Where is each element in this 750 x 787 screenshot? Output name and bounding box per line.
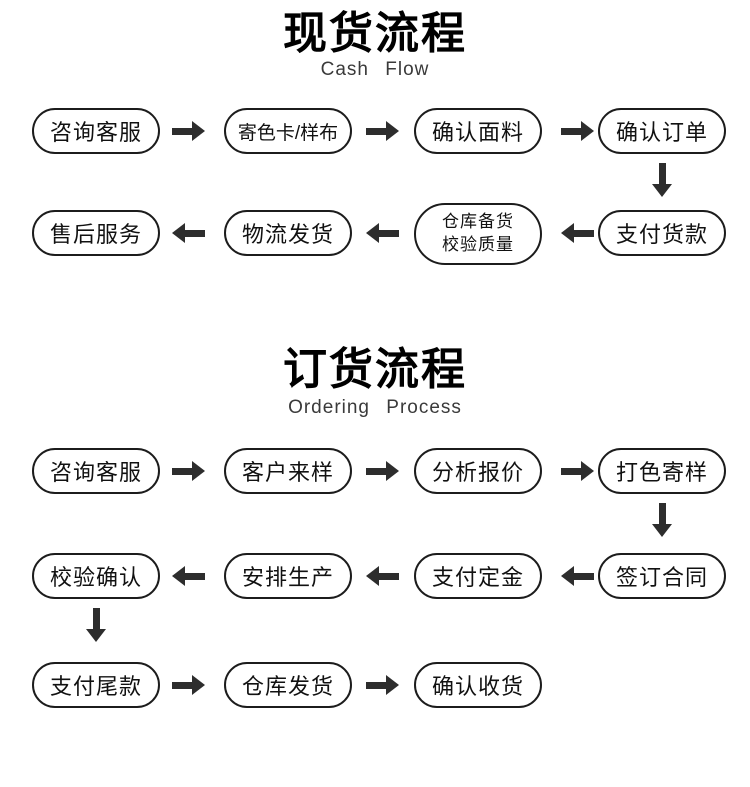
step-confirm-fabric: 确认面料 bbox=[414, 108, 542, 154]
step-arrange-production: 安排生产 bbox=[224, 553, 352, 599]
arrow-down-icon bbox=[86, 608, 106, 642]
section2-subtitle: Ordering Process bbox=[288, 397, 462, 418]
arrow-left-icon bbox=[561, 566, 594, 586]
arrow-left-icon bbox=[172, 223, 205, 243]
step-warehouse-ship: 仓库发货 bbox=[224, 662, 352, 708]
step-warehouse-prepare: 仓库备货 校验质量 bbox=[414, 203, 542, 265]
step-confirm-order: 确认订单 bbox=[598, 108, 726, 154]
arrow-left-icon bbox=[366, 566, 399, 586]
step-consult-service-1: 咨询客服 bbox=[32, 108, 160, 154]
arrow-down-icon bbox=[652, 163, 672, 197]
step-after-sales: 售后服务 bbox=[32, 210, 160, 256]
arrow-right-icon bbox=[366, 461, 399, 481]
step-logistics-ship: 物流发货 bbox=[224, 210, 352, 256]
arrow-right-icon bbox=[561, 121, 594, 141]
step-pay-deposit: 支付定金 bbox=[414, 553, 542, 599]
step-send-dyed-sample: 打色寄样 bbox=[598, 448, 726, 494]
step-verify-confirm: 校验确认 bbox=[32, 553, 160, 599]
step-warehouse-prepare-line2: 校验质量 bbox=[442, 235, 514, 254]
section2-title: 订货流程 bbox=[283, 345, 467, 394]
arrow-left-icon bbox=[366, 223, 399, 243]
arrow-right-icon bbox=[172, 121, 205, 141]
step-customer-sample: 客户来样 bbox=[224, 448, 352, 494]
section1-title: 现货流程 bbox=[283, 9, 467, 58]
section1-subtitle: Cash Flow bbox=[320, 59, 430, 80]
arrow-left-icon bbox=[561, 223, 594, 243]
step-confirm-receipt: 确认收货 bbox=[414, 662, 542, 708]
arrow-right-icon bbox=[172, 675, 205, 695]
step-pay-goods: 支付货款 bbox=[598, 210, 726, 256]
step-analyze-quote: 分析报价 bbox=[414, 448, 542, 494]
arrow-left-icon bbox=[172, 566, 205, 586]
step-warehouse-prepare-line1: 仓库备货 bbox=[442, 212, 514, 232]
step-sign-contract: 签订合同 bbox=[598, 553, 726, 599]
arrow-right-icon bbox=[366, 675, 399, 695]
step-consult-service-2: 咨询客服 bbox=[32, 448, 160, 494]
arrow-right-icon bbox=[366, 121, 399, 141]
arrow-down-icon bbox=[652, 503, 672, 537]
arrow-right-icon bbox=[172, 461, 205, 481]
arrow-right-icon bbox=[561, 461, 594, 481]
step-pay-balance: 支付尾款 bbox=[32, 662, 160, 708]
step-send-color-card: 寄色卡/样布 bbox=[224, 108, 352, 154]
